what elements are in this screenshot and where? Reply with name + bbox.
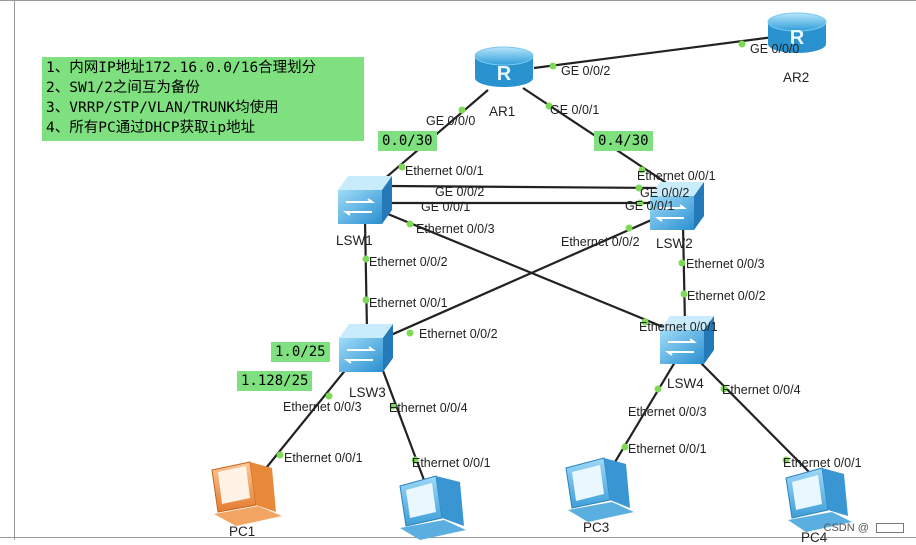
frame-bottom-border [0, 537, 916, 538]
link-lsw2-lsw3 [365, 212, 666, 348]
device-label-lsw4: LSW4 [667, 376, 704, 391]
device-label-lsw1: LSW1 [336, 233, 373, 248]
link-lsw1-lsw2-ge2 [389, 184, 661, 190]
router-ar2-icon[interactable]: R [767, 12, 827, 53]
watermark: CSDN @ [824, 522, 904, 534]
frame-left-border [14, 0, 15, 540]
port-dot [411, 456, 419, 464]
port-label: Ethernet 0/0/1 [405, 164, 484, 178]
pc4-icon[interactable] [785, 467, 852, 532]
link-lsw2-lsw4 [681, 224, 687, 326]
link-lsw4-pc4 [699, 361, 816, 479]
port-dot [720, 385, 728, 393]
watermark-box-icon [876, 523, 904, 534]
port-dot [635, 184, 643, 192]
subnet-tag-ar1-lsw1: 0.0/30 [378, 131, 437, 151]
port-label: Ethernet 0/0/3 [416, 222, 495, 236]
device-label-lsw2: LSW2 [656, 236, 693, 251]
port-label: GE 0/0/2 [435, 185, 485, 199]
port-dot [362, 255, 370, 263]
port-label: GE 0/0/0 [750, 42, 800, 56]
port-label: Ethernet 0/0/1 [639, 320, 718, 334]
port-label: Ethernet 0/0/3 [283, 400, 362, 414]
device-label-pc3: PC3 [583, 520, 610, 535]
port-dot [325, 392, 333, 400]
port-dot [641, 318, 649, 326]
router-ar1-icon[interactable]: R [474, 46, 534, 87]
port-label: Ethernet 0/0/1 [284, 451, 363, 465]
port-dot [406, 220, 414, 228]
port-dot [654, 385, 662, 393]
port-dot [549, 62, 557, 70]
port-dot [458, 106, 466, 114]
port-dot [389, 402, 397, 410]
port-label: GE 0/0/1 [421, 200, 471, 214]
port-dot [638, 166, 646, 174]
pc2-icon[interactable] [399, 475, 466, 540]
port-label: Ethernet 0/0/1 [628, 442, 707, 456]
subnet-tag-lsw3-b: 1.128/25 [237, 371, 313, 391]
note-line-1: 1、内网IP地址172.16.0.0/16合理划分 [46, 60, 317, 76]
port-label: Ethernet 0/0/1 [783, 456, 862, 470]
device-label-lsw3: LSW3 [349, 385, 386, 400]
pc3-icon[interactable] [565, 457, 634, 522]
link-ar1-ar2 [533, 32, 798, 70]
svg-text:R: R [497, 63, 512, 85]
note-line-3: 3、VRRP/STP/VLAN/TRUNK均使用 [46, 100, 279, 116]
switch-lsw1-icon[interactable] [338, 176, 392, 224]
port-label: Ethernet 0/0/2 [369, 255, 448, 269]
port-label: Ethernet 0/0/2 [561, 235, 640, 249]
device-label-pc1: PC1 [229, 524, 256, 539]
port-label: Ethernet 0/0/3 [628, 405, 707, 419]
device-label-ar2: AR2 [783, 70, 810, 85]
link-lsw1-lsw4 [377, 208, 691, 340]
port-label: GE 0/0/2 [640, 186, 690, 200]
frame-top-border [0, 0, 916, 1]
port-label: Ethernet 0/0/1 [412, 456, 491, 470]
port-dots [276, 40, 790, 464]
switch-lsw2-icon[interactable] [650, 182, 704, 230]
port-dot [276, 451, 284, 459]
link-lsw3-pc1 [257, 367, 348, 479]
port-dot [678, 259, 686, 267]
device-label-ar1: AR1 [489, 104, 516, 119]
note-line-2: 2、SW1/2之间互为备份 [46, 80, 200, 96]
port-label: GE 0/0/1 [550, 103, 600, 117]
watermark-text: CSDN @ [823, 522, 869, 534]
port-label: Ethernet 0/0/1 [369, 296, 448, 310]
port-dot [362, 296, 370, 304]
switch-lsw3-icon[interactable] [339, 324, 393, 372]
note-line-4: 4、所有PC通过DHCP获取ip地址 [46, 120, 256, 136]
port-label: Ethernet 0/0/1 [637, 169, 716, 183]
port-label: Ethernet 0/0/3 [686, 257, 765, 271]
port-label: Ethernet 0/0/2 [687, 289, 766, 303]
subnet-tag-lsw3-a: 1.0/25 [271, 342, 330, 362]
port-dot [625, 224, 633, 232]
port-dot [398, 163, 406, 171]
switch-lsw4-icon[interactable] [660, 316, 714, 364]
port-dot [636, 199, 644, 207]
svg-text:R: R [790, 27, 805, 49]
port-label: Ethernet 0/0/2 [419, 327, 498, 341]
port-dot [738, 40, 746, 48]
port-dot [545, 102, 553, 110]
port-label: GE 0/0/1 [625, 199, 675, 213]
port-label: Ethernet 0/0/4 [389, 401, 468, 415]
port-label: Ethernet 0/0/4 [722, 383, 801, 397]
port-dot [782, 456, 790, 464]
subnet-tag-ar1-lsw2: 0.4/30 [594, 131, 653, 151]
port-dot [406, 329, 414, 337]
requirements-note: 1、内网IP地址172.16.0.0/16合理划分 2、SW1/2之间互为备份 … [42, 57, 364, 141]
port-label: GE 0/0/2 [561, 64, 611, 78]
port-dot [680, 290, 688, 298]
pc1-icon[interactable] [211, 461, 282, 526]
port-dot [621, 443, 629, 451]
link-lsw1-lsw3 [363, 219, 369, 333]
port-label: GE 0/0/0 [426, 114, 476, 128]
